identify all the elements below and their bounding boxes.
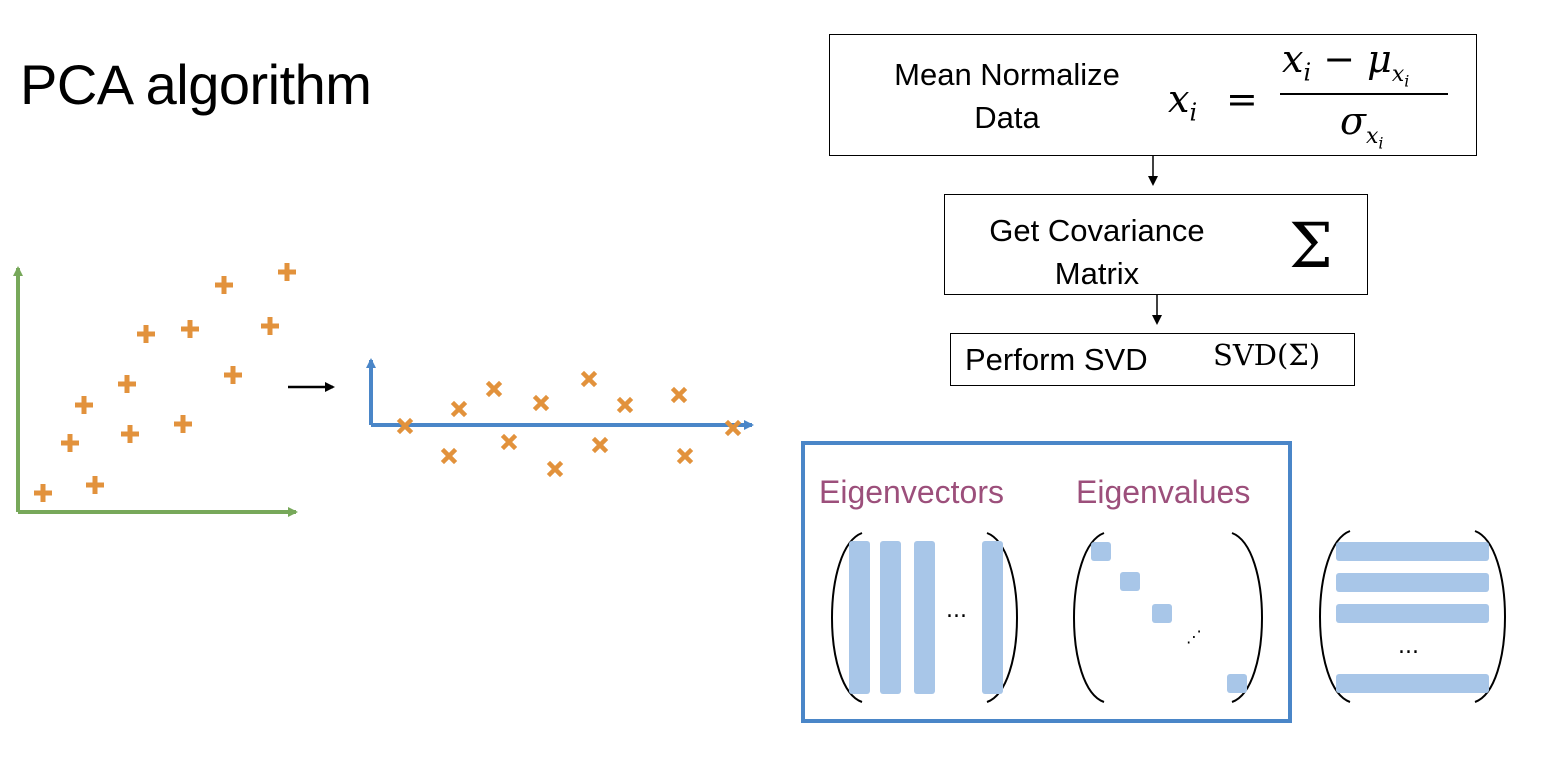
x-point [670,386,688,404]
normalize-label: Mean Normalize Data [872,53,1142,140]
svd-label: Perform SVD [965,342,1148,377]
eigenvalues-label: Eigenvalues [1076,474,1251,510]
formula-den-subsub: i [1378,132,1384,152]
x-point [396,417,414,435]
plus-point [61,434,79,452]
x-point [591,436,609,454]
covariance-step-box: Get Covariance Matrix Σ [944,194,1368,295]
eigenvectors-matrix [831,532,1018,703]
third-matrix-ellipsis: ... [1398,634,1419,659]
page-title: PCA algorithm [20,53,372,116]
normalize-step-box: Mean Normalize Data xi = xi − μxi σxi [829,34,1477,156]
formula-lhs-sub: i [1189,98,1198,127]
svd-output-frame [801,441,1292,723]
svd-step-box: Perform SVD SVD(Σ) [950,333,1355,386]
covariance-symbol: Σ [1289,209,1333,282]
formula-minus: − [1323,37,1356,81]
x-point [676,447,694,465]
fraction-bar [1280,93,1448,95]
plus-point [278,263,296,281]
x-point [485,380,503,398]
plus-point [174,415,192,433]
original-data-points [34,263,296,502]
x-point [500,433,518,451]
plus-point [75,396,93,414]
plus-point [118,375,136,393]
eigenvalues-matrix [1073,532,1263,703]
x-point [440,447,458,465]
svd-formula: SVD(Σ) [1213,338,1321,372]
x-point [450,400,468,418]
x-point [580,370,598,388]
plus-point [86,476,104,494]
eigenvectors-ellipsis: ... [946,598,967,623]
x-point [546,460,564,478]
x-point [616,396,634,414]
covariance-label-line1: Get Covariance [989,213,1205,248]
x-point [532,394,550,412]
eigenvectors-label: Eigenvectors [819,474,1004,510]
third-matrix [1319,530,1506,703]
formula-lhs: x [1168,77,1190,121]
formula-den-sigma: σ [1340,99,1366,143]
formula-mu-subsub: i [1404,70,1410,90]
eigenvalues-ellipsis: ⋰ [1186,627,1202,646]
formula-num-mu: μ [1367,37,1392,81]
formula-mu-sub: x [1391,61,1405,87]
plus-point [224,366,242,384]
plus-point [34,484,52,502]
plus-point [137,325,155,343]
plus-point [181,320,199,338]
covariance-label: Get Covariance Matrix [963,209,1231,296]
normalize-label-line1: Mean Normalize [894,57,1120,92]
normalize-formula: xi = xi − μxi σxi [1168,37,1458,153]
normalize-label-line2: Data [974,100,1040,136]
plus-point [261,317,279,335]
formula-den-sub: x [1365,123,1379,149]
covariance-label-line2: Matrix [1054,256,1140,292]
formula-equals: = [1226,77,1258,121]
plus-point [215,276,233,294]
projected-axes [366,358,754,430]
plus-point [121,425,139,443]
projected-data-points [396,370,742,478]
x-point [724,419,742,437]
formula-num-x-sub: i [1303,58,1312,87]
original-axes [13,266,298,517]
formula-num-x: x [1282,37,1304,81]
